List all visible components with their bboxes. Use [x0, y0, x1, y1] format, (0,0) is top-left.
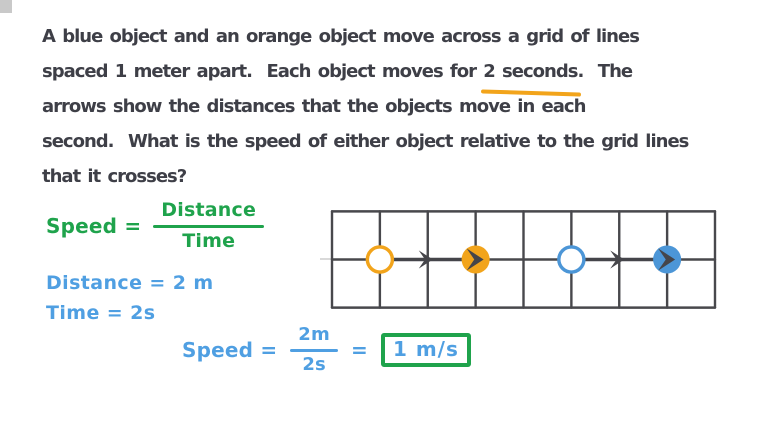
grid-diagram-svg: [330, 210, 717, 309]
orange-object-start-circle: [365, 245, 395, 274]
question-line: that it crosses?: [42, 166, 187, 187]
result-box: 1 m/s: [380, 333, 471, 367]
calculation-numerator: 2m: [298, 324, 330, 345]
fraction-bar: [290, 348, 338, 352]
definition-fraction: Distance Time: [153, 199, 265, 254]
underlined-2-seconds: 2 seconds: [483, 54, 578, 89]
grid-diagram: [329, 208, 718, 311]
blue-object-mid-arrowhead: [610, 250, 625, 269]
question-line: A blue object and an orange object move …: [42, 26, 640, 47]
question-text: A blue object and an orange object move …: [42, 19, 689, 194]
orange-object-mid-arrowhead: [418, 250, 433, 269]
orange-object-end-arrowhead: [466, 248, 484, 271]
calculation-denominator: 2s: [302, 353, 326, 375]
corner-artifact: [0, 0, 12, 13]
equals-sign: =: [350, 338, 368, 362]
speed-formula-definition: Speed = Distance Time: [46, 199, 265, 254]
question-line: second. What is the speed of either obje…: [42, 131, 689, 152]
speed-calculation: Speed = 2m 2s = 1 m/s: [182, 324, 471, 376]
fraction-bar: [153, 224, 265, 228]
question-line: arrows show the distances that the objec…: [42, 96, 586, 117]
given-distance: Distance = 2 m: [46, 272, 214, 294]
definition-numerator: Distance: [161, 199, 257, 221]
blue-object-start-circle: [557, 245, 586, 274]
blue-object-end-arrowhead: [658, 248, 676, 271]
question-line2-pre: spaced 1 meter apart. Each object moves …: [42, 61, 484, 82]
definition-lhs: Speed =: [46, 214, 142, 239]
calculation-fraction: 2m 2s: [290, 324, 338, 376]
given-time: Time = 2s: [46, 302, 156, 324]
question-line2-post: . The: [577, 61, 633, 82]
definition-denominator: Time: [182, 229, 236, 252]
calculation-lhs: Speed =: [182, 338, 278, 362]
question-line: spaced 1 meter apart. Each object moves …: [42, 54, 688, 89]
grid-stub-artifact: [320, 258, 332, 260]
